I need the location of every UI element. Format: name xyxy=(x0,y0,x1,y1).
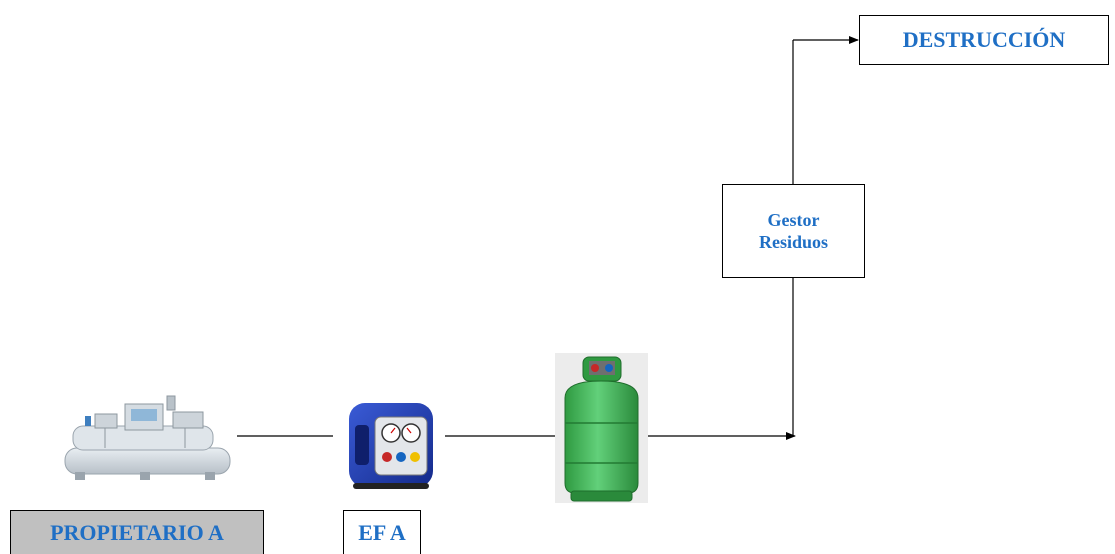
chiller-unit-image xyxy=(64,395,231,480)
destruccion-label: DESTRUCCIÓN xyxy=(902,27,1066,53)
recovery-machine-image xyxy=(349,403,433,489)
gestor-residuos-box: Gestor Residuos xyxy=(722,184,865,278)
ef-a-box: EF A xyxy=(343,510,421,554)
efa-label: EF A xyxy=(358,519,406,545)
gas-cylinder-image xyxy=(555,353,648,503)
destruccion-box: DESTRUCCIÓN xyxy=(859,15,1109,65)
propietario-a-box: PROPIETARIO A xyxy=(10,510,264,554)
propietario-label: PROPIETARIO A xyxy=(50,519,224,545)
gestor-label-line2: Residuos xyxy=(758,232,829,252)
gestor-label-line1: Gestor xyxy=(767,209,820,230)
